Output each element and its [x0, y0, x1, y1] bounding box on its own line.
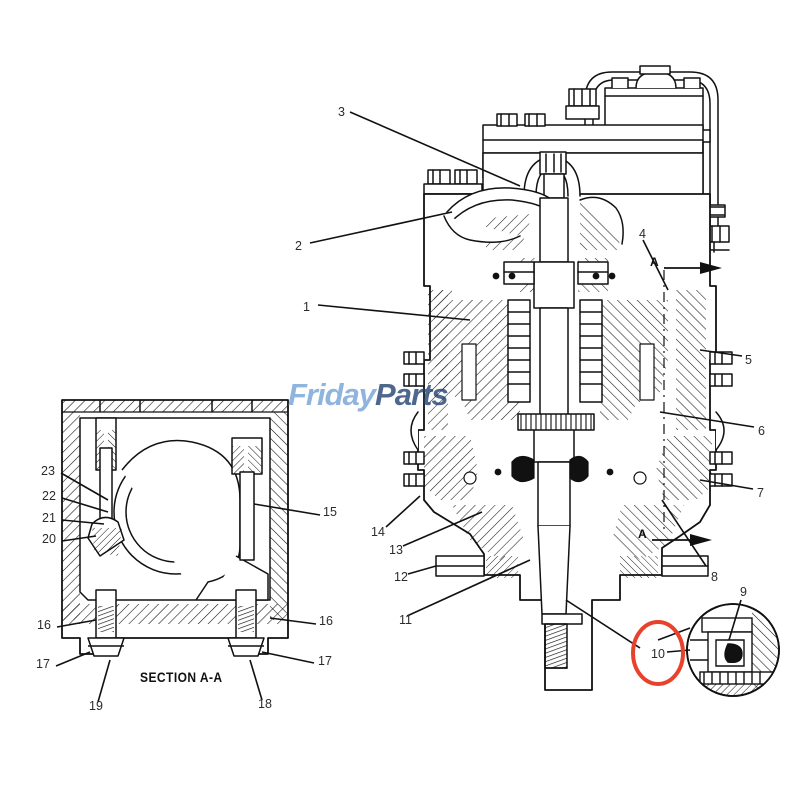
callout-12: 12 — [394, 570, 408, 584]
callout-2: 2 — [295, 239, 302, 253]
detail-circle-9 — [686, 603, 780, 697]
callout-11: 11 — [399, 613, 412, 627]
callout-5: 5 — [745, 353, 752, 367]
side-port-flanges — [403, 351, 733, 487]
callout-6: 6 — [758, 424, 765, 438]
leader-lines — [55, 111, 755, 703]
section-aa-view — [61, 399, 289, 657]
callout-16-left: 16 — [37, 618, 51, 632]
callout-18: 18 — [258, 697, 272, 711]
top-left-flange-bolts — [423, 169, 483, 195]
callout-17-right: 17 — [318, 654, 332, 668]
callout-13: 13 — [389, 543, 403, 557]
center-shaft — [533, 197, 583, 669]
callout-17-left: 17 — [36, 657, 50, 671]
callout-8: 8 — [711, 570, 718, 584]
callout-22: 22 — [42, 489, 56, 503]
section-title: SECTION A-A — [140, 669, 223, 685]
callout-9: 9 — [740, 585, 747, 599]
callout-10: 10 — [651, 647, 665, 661]
bottom-port-stubs — [435, 555, 709, 577]
spline-teeth — [517, 413, 595, 431]
callout-3: 3 — [338, 105, 345, 119]
callout-23: 23 — [41, 464, 55, 478]
section-mark-a-top: A — [650, 255, 659, 269]
callout-20: 20 — [42, 532, 56, 546]
callout-14: 14 — [371, 525, 385, 539]
internal-piston-stack — [503, 261, 609, 403]
seal-details — [461, 343, 655, 485]
callout-19: 19 — [89, 699, 103, 713]
callout-15: 15 — [323, 505, 337, 519]
highlight-ellipse — [631, 620, 685, 686]
section-arrows — [690, 262, 722, 546]
callout-1: 1 — [303, 300, 310, 314]
callout-21: 21 — [42, 511, 56, 525]
bearing-balls — [492, 272, 616, 476]
section-mark-a-bottom: A — [638, 527, 647, 541]
top-cap-assembly — [443, 151, 624, 245]
callout-16-right: 16 — [319, 614, 333, 628]
callout-7: 7 — [757, 486, 764, 500]
callout-4: 4 — [639, 227, 646, 241]
